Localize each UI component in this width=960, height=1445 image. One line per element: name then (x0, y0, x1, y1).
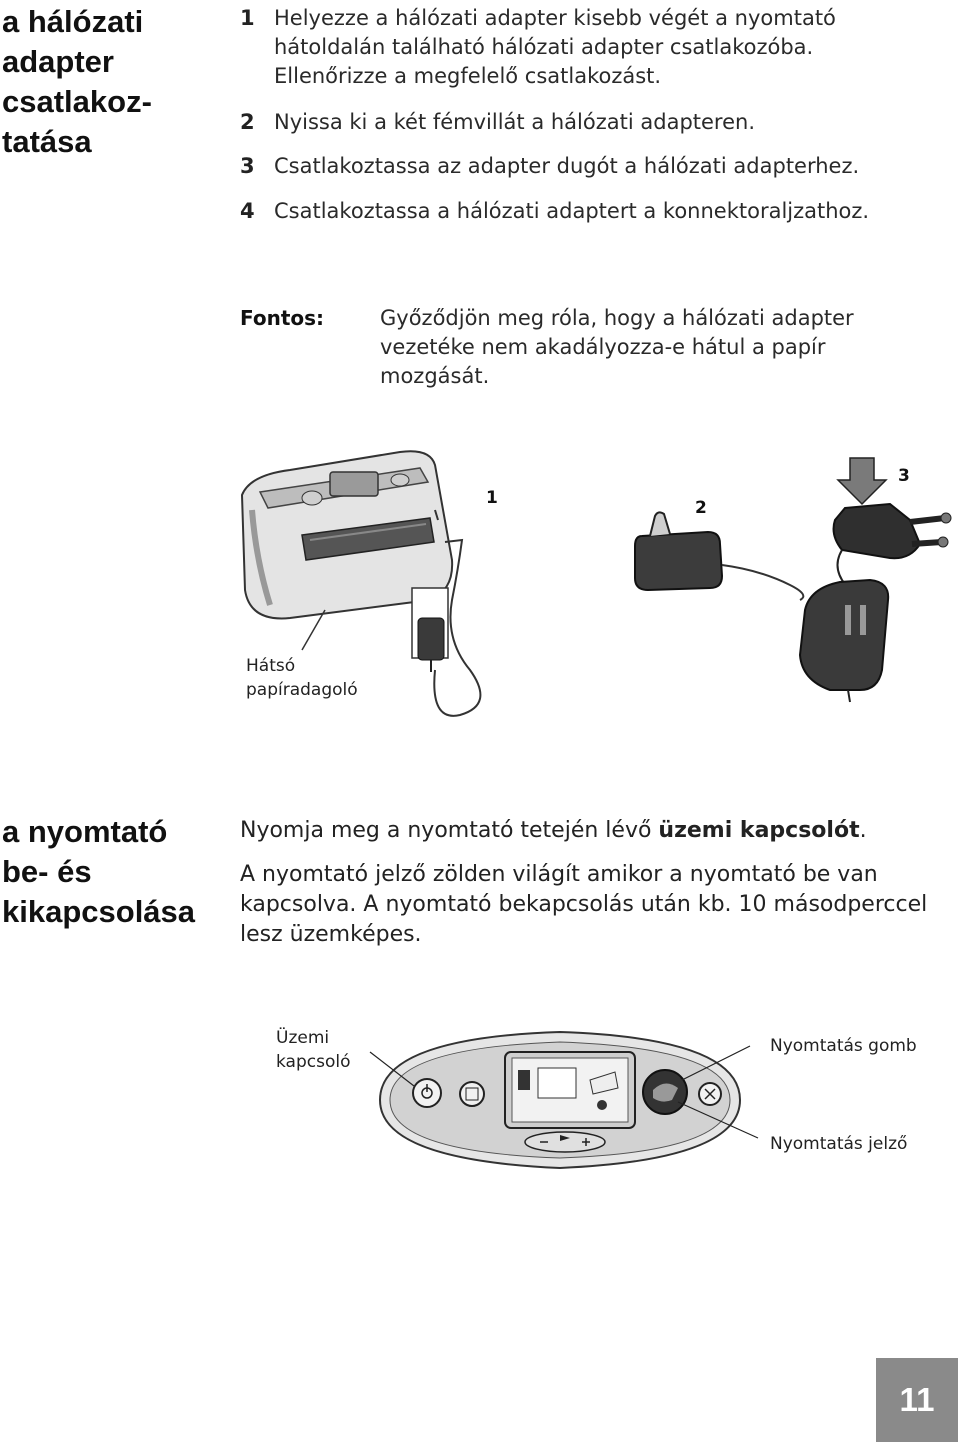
power-switch-label-line: Üzemi (276, 1028, 330, 1048)
power-switch-label: Üzemi kapcsoló (276, 1026, 350, 1074)
step-text-line: Csatlakoztassa a hálózati adaptert a kon… (274, 199, 870, 223)
leader-line (681, 1045, 751, 1081)
callout-2: 2 (695, 498, 707, 518)
indicator-description-line: A nyomtató jelző zölden világít amikor a… (240, 862, 878, 887)
section-title-line: csatlakoz- (2, 84, 152, 119)
power-adapter-icon (634, 511, 805, 601)
step-text-line: Csatlakoztassa az adapter dugót a hálóza… (274, 154, 860, 178)
print-indicator-label: Nyomtatás jelző (770, 1134, 908, 1154)
step-text-line: hátoldalán található hálózati adapter cs… (274, 35, 814, 59)
section-title-adapter: a hálózati adapter csatlakoz- tatása (2, 2, 202, 162)
power-instruction-prefix: Nyomja meg a nyomtató tetején lévő (240, 818, 659, 843)
step-1: 1 Helyezze a hálózati adapter kisebb vég… (240, 4, 920, 94)
step-text-line: Ellenőrizze a megfelelő csatlakozást. (274, 64, 662, 88)
callout-3: 3 (898, 466, 910, 486)
wall-adapter-icon (798, 578, 890, 703)
power-cable (433, 538, 482, 717)
rear-tray-label-line: Hátsó (246, 656, 296, 676)
note-text-line: Győződjön meg róla, hogy a hálózati adap… (380, 306, 854, 330)
step-number: 1 (240, 6, 255, 30)
step-text-line: Nyissa ki a két fémvillát a hálózati ada… (274, 110, 756, 134)
print-button[interactable] (642, 1069, 688, 1115)
note-text-line: vezetéke nem akadályozza-e hátul a papír (380, 335, 826, 359)
save-button[interactable] (459, 1081, 485, 1107)
rear-tray-label-line: papíradagoló (246, 680, 358, 700)
select-button[interactable] (524, 1131, 606, 1153)
power-switch-term: üzemi kapcsolót (658, 818, 860, 843)
section-title-line: a hálózati (2, 4, 144, 39)
indicator-description-line: kapcsolva. A nyomtató bekapcsolás után k… (240, 892, 928, 917)
note-text: Győződjön meg róla, hogy a hálózati adap… (380, 304, 920, 391)
leader-line (369, 1051, 415, 1087)
step-2: 2 Nyissa ki a két fémvillát a hálózati a… (240, 108, 920, 138)
adapter-block-icon (411, 587, 449, 672)
section-title-line: adapter (2, 44, 114, 79)
step-4: 4 Csatlakoztassa a hálózati adaptert a k… (240, 197, 920, 227)
power-switch-label-line: kapcsoló (276, 1052, 351, 1072)
page-number: 11 (876, 1358, 958, 1442)
section-title-line: be- és (2, 854, 92, 889)
section-title-power: a nyomtató be- és kikapcsolása (2, 812, 232, 932)
step-number: 2 (240, 110, 255, 134)
indicator-description-line: lesz üzemképes. (240, 922, 422, 947)
print-button-label: Nyomtatás gomb (770, 1036, 917, 1056)
section-title-line: tatása (2, 124, 92, 159)
indicator-description: A nyomtató jelző zölden világít amikor a… (240, 860, 940, 950)
step-number: 4 (240, 199, 255, 223)
plug-icon (832, 457, 952, 591)
adapter-illustration (240, 450, 952, 717)
section-title-line: a nyomtató (2, 814, 168, 849)
cancel-button[interactable] (698, 1082, 722, 1106)
leader-line (301, 609, 326, 651)
lcd-display (504, 1051, 636, 1129)
leader-line (677, 1101, 759, 1139)
note-text-line: mozgását. (380, 364, 490, 388)
power-button[interactable] (412, 1078, 442, 1108)
note-label: Fontos: (240, 306, 325, 330)
step-3: 3 Csatlakoztassa az adapter dugót a háló… (240, 152, 920, 182)
step-number: 3 (240, 154, 255, 178)
section-title-line: kikapcsolása (2, 894, 196, 929)
power-instruction-suffix: . (859, 818, 867, 843)
step-text-line: Helyezze a hálózati adapter kisebb végét… (274, 6, 836, 30)
power-instruction: Nyomja meg a nyomtató tetején lévő üzemi… (240, 816, 940, 846)
printer-icon (240, 450, 454, 620)
control-panel-illustration (369, 1030, 759, 1170)
callout-1: 1 (486, 488, 498, 508)
rear-tray-label: Hátsó papíradagoló (246, 654, 358, 702)
